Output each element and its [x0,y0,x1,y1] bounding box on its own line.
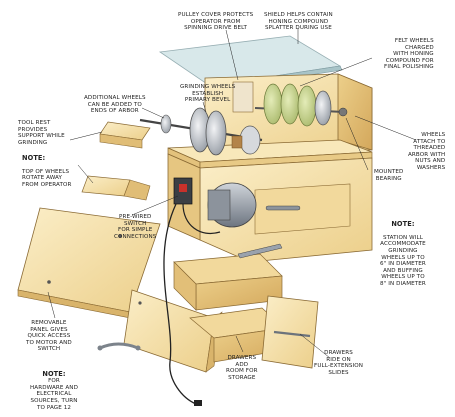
removable-panel [17,207,161,319]
note-top-wheels-body: TOP OF WHEELS ROTATE AWAY FROM OPERATOR [22,168,72,188]
note-hardware: NOTE: FOR HARDWARE AND ELECTRICAL SOURCE… [30,364,78,411]
note-station: NOTE: STATION WILL ACCOMMODATE GRINDING … [380,214,426,288]
switch-box [173,177,221,234]
pulley-cover [232,81,254,113]
label-pre-wired-switch: PRE-WIRED SWITCH FOR SIMPLE CONNECTIONS [114,214,157,240]
side-panel [261,295,319,369]
power-cord [163,203,202,406]
upper-drawer [173,253,283,311]
note-top-wheels-heading: NOTE: [22,153,46,162]
label-wheels-attach: WHEELS ATTACH TO THREADED ARBOR WITH NUT… [408,132,446,171]
label-shield: SHIELD HELPS CONTAIN HONING COMPOUND SPL… [264,12,333,32]
label-removable-panel: REMOVABLE PANEL GIVES QUICK ACCESS TO MO… [26,320,72,353]
label-pulley-cover: PULLEY COVER PROTECTS OPERATOR FROM SPIN… [178,12,254,32]
grinding-arbor [139,107,263,156]
label-additional-wheels: ADDITIONAL WHEELS CAN BE ADDED TO ENDS O… [84,95,146,115]
mounted-bearing [338,107,348,117]
drawer-handle [97,342,141,351]
note-top-wheels: NOTE: TOP OF WHEELS ROTATE AWAY FROM OPE… [22,148,71,189]
label-drawers-ride: DRAWERS RIDE ON FULL-EXTENSION SLIDES [314,350,364,376]
note-station-body: STATION WILL ACCOMMODATE GRINDING WHEELS… [380,234,426,287]
drawer-pull [265,205,301,211]
leader-lines [47,28,417,359]
note-hardware-heading: NOTE: [42,369,66,378]
tool-rest [81,121,151,201]
note-hardware-body: FOR HARDWARE AND ELECTRICAL SOURCES, TUR… [30,378,78,411]
motor [207,182,257,228]
label-grinding-wheels: GRINDING WHEELS ESTABLISH PRIMARY BEVEL [180,84,236,104]
label-mounted-bearing: MOUNTED BEARING [374,169,404,182]
pulley [239,125,261,155]
countertop [167,139,373,169]
note-station-heading: NOTE: [391,219,415,228]
label-tool-rest: TOOL REST PROVIDES SUPPORT WHILE GRINDIN… [18,120,65,146]
label-felt-wheels: FELT WHEELS CHARGED WITH HONING COMPOUND… [384,38,434,71]
felt-wheels [254,83,348,127]
cabinet [167,153,373,263]
label-drawers-add: DRAWERS ADD ROOM FOR STORAGE [226,355,258,381]
drawer-slide [237,243,283,259]
